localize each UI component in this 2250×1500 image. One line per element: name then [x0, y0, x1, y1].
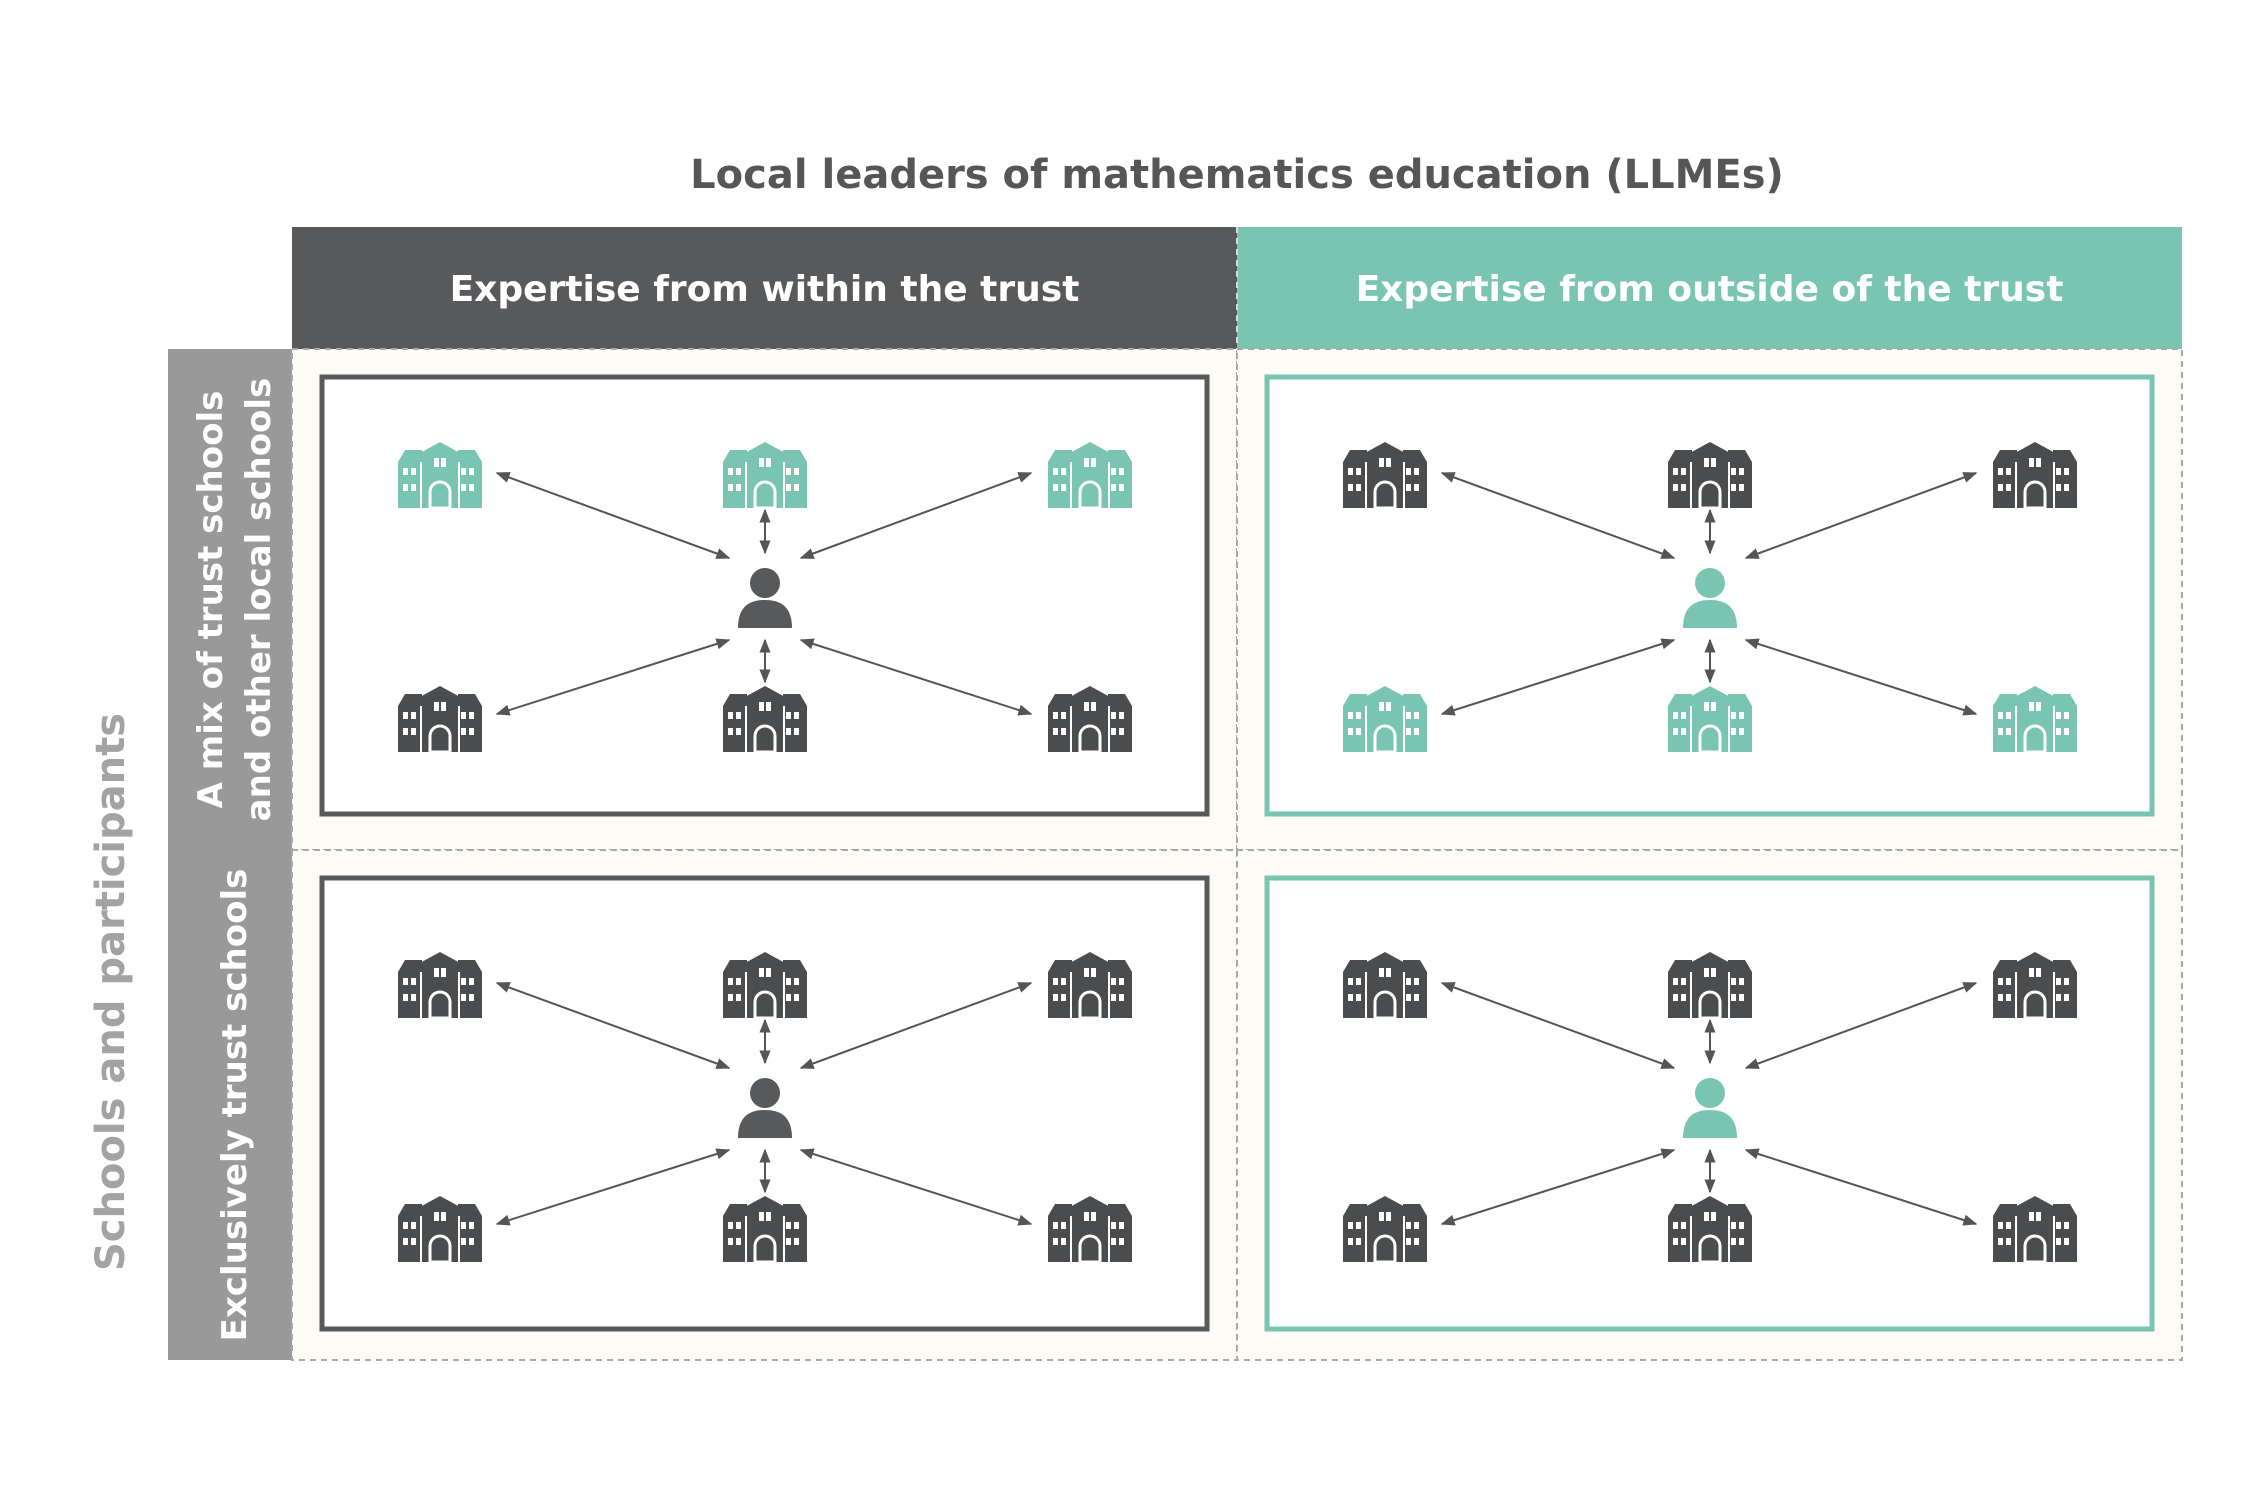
school-building-icon	[1048, 442, 1132, 510]
school-building-icon	[1048, 1196, 1132, 1264]
connection-arrow	[495, 472, 731, 559]
connection-arrow	[1440, 472, 1676, 559]
row-header-label: A mix of trust schools	[191, 391, 231, 809]
connection-arrow	[799, 472, 1033, 559]
matrix-cell	[291, 348, 1238, 851]
y-axis-label: Schools and participants	[88, 713, 134, 1271]
row-header-bg	[168, 349, 292, 850]
person-icon	[1683, 568, 1737, 628]
school-building-icon	[1993, 686, 2077, 754]
school-building-icon	[1343, 952, 1427, 1020]
column-header-label: Expertise from outside of the trust	[1356, 269, 2064, 310]
school-building-icon	[1668, 442, 1752, 510]
school-building-icon	[1343, 686, 1427, 754]
person-icon	[738, 1078, 792, 1138]
connection-arrow	[1440, 638, 1676, 716]
school-building-icon	[398, 952, 482, 1020]
school-building-icon	[723, 952, 807, 1020]
connection-arrow	[1744, 638, 1978, 716]
school-building-icon	[1048, 686, 1132, 754]
diagram-title: Local leaders of mathematics education (…	[690, 152, 1784, 198]
person-icon	[738, 568, 792, 628]
school-building-icon	[1668, 1196, 1752, 1264]
school-building-icon	[398, 1196, 482, 1264]
row-header-label: and other local schools	[239, 378, 279, 822]
connection-arrow	[799, 1148, 1033, 1226]
school-building-icon	[1343, 442, 1427, 510]
matrix-cell	[1236, 348, 2183, 851]
column-header-bg	[1237, 227, 2182, 349]
school-building-icon	[723, 1196, 807, 1264]
connection-arrow	[1744, 1148, 1978, 1226]
matrix-cells	[291, 348, 2183, 1361]
connection-arrow	[495, 982, 731, 1069]
school-building-icon	[1993, 952, 2077, 1020]
connection-arrow	[495, 638, 731, 716]
school-building-icon	[1668, 952, 1752, 1020]
school-building-icon	[1343, 1196, 1427, 1264]
matrix-cell	[1236, 849, 2183, 1361]
row-header-label: Exclusively trust schools	[215, 869, 255, 1342]
connection-arrow	[1744, 982, 1978, 1069]
row-header-bg	[168, 850, 292, 1360]
connection-arrow	[799, 638, 1033, 716]
school-building-icon	[398, 442, 482, 510]
school-building-icon	[723, 442, 807, 510]
school-building-icon	[1993, 442, 2077, 510]
school-building-icon	[1993, 1196, 2077, 1264]
matrix-cell	[291, 849, 1238, 1361]
person-icon	[1683, 1078, 1737, 1138]
connection-arrow	[1744, 472, 1978, 559]
school-building-icon	[723, 686, 807, 754]
column-header-label: Expertise from within the trust	[450, 269, 1080, 310]
connection-arrow	[1440, 1148, 1676, 1226]
school-building-icon	[1668, 686, 1752, 754]
column-headers: Expertise from within the trust Expertise…	[292, 227, 2182, 349]
connection-arrow	[799, 982, 1033, 1069]
connection-arrow	[495, 1148, 731, 1226]
connection-arrow	[1440, 982, 1676, 1069]
column-header-bg	[292, 227, 1237, 349]
school-building-icon	[1048, 952, 1132, 1020]
school-building-icon	[398, 686, 482, 754]
